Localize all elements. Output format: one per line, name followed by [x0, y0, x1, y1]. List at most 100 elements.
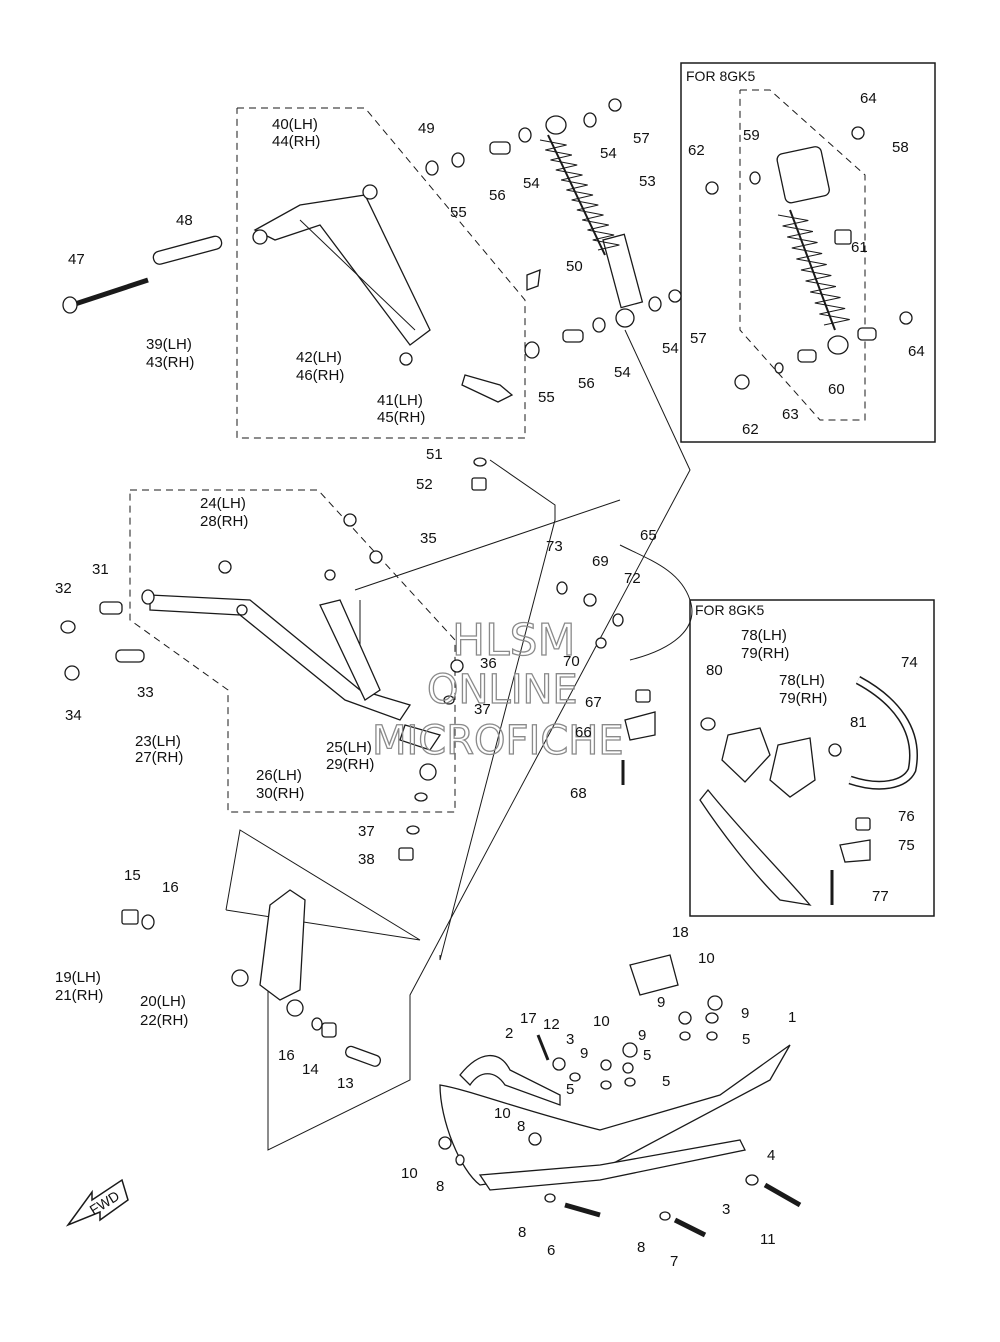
callout-c12: 12 — [543, 1016, 560, 1033]
link-line-3 — [225, 829, 421, 941]
bushing-40 — [252, 229, 268, 245]
bushing-35-top — [343, 513, 357, 527]
link-line-1 — [439, 459, 556, 961]
watermark-line-3: MICROFICHE — [372, 718, 624, 764]
damper-18 — [629, 954, 679, 996]
callout-c31: 31 — [92, 561, 109, 578]
callout-c78a: 78(LH) — [741, 627, 787, 644]
callout-c75: 75 — [898, 837, 915, 854]
washer-5-b — [624, 1077, 636, 1087]
callout-c3b: 3 — [722, 1201, 730, 1218]
callout-c57a: 57 — [633, 130, 650, 147]
callout-c5a: 5 — [566, 1081, 574, 1098]
callout-c35: 35 — [420, 530, 437, 547]
callout-c68: 68 — [570, 785, 587, 802]
callout-c45: 45(RH) — [377, 409, 425, 426]
bolt-62-top — [705, 181, 719, 195]
callout-c9c: 9 — [657, 994, 665, 1011]
callout-c18: 18 — [672, 924, 689, 941]
bolt-80 — [700, 717, 716, 731]
callout-c34: 34 — [65, 707, 82, 724]
forward-arrow-icon: FWD — [65, 1178, 129, 1227]
callout-c9a: 9 — [580, 1045, 588, 1062]
callout-c14: 14 — [302, 1061, 319, 1078]
callout-c56b: 56 — [578, 375, 595, 392]
lower-arm-group-outline — [129, 489, 456, 813]
callout-c22: 22(RH) — [140, 1012, 188, 1029]
pin-17 — [536, 1034, 550, 1061]
ski-kit-inset-title: FOR 8GK5 — [695, 602, 764, 618]
bushing-24b — [236, 604, 248, 616]
ski-bracket-79 — [769, 737, 816, 798]
callout-c64a: 64 — [860, 90, 877, 107]
watermark-line-1: HLSM — [452, 615, 576, 666]
callout-c21: 21(RH) — [55, 987, 103, 1004]
callout-c54d: 54 — [662, 340, 679, 357]
bolt-72 — [612, 613, 624, 627]
kit-shock-outline — [739, 89, 866, 421]
callout-c55a: 55 — [450, 204, 467, 221]
callout-c10c: 10 — [593, 1013, 610, 1030]
callout-c54a: 54 — [523, 175, 540, 192]
callout-c43: 43(RH) — [146, 354, 194, 371]
callout-c37b: 37 — [358, 823, 375, 840]
collar-56-top — [489, 141, 511, 155]
bolt-34 — [64, 665, 80, 681]
bushing-35-bottom — [369, 550, 383, 564]
callout-c16a: 16 — [162, 879, 179, 896]
collar-59 — [749, 171, 761, 185]
collar-14 — [321, 1022, 337, 1038]
callout-c10b: 10 — [401, 1165, 418, 1182]
ski-kit-inset-box — [689, 599, 935, 917]
washer-51 — [473, 457, 487, 467]
collar-54-right — [648, 296, 662, 312]
cable-65 — [619, 544, 693, 661]
callout-c33: 33 — [137, 684, 154, 701]
washer-37-top — [443, 695, 455, 705]
washer-5-c — [679, 1031, 691, 1041]
callout-c76: 76 — [898, 808, 915, 825]
callout-c55b: 55 — [538, 389, 555, 406]
callout-c48: 48 — [176, 212, 193, 229]
collar-54-bottom — [592, 317, 606, 333]
bracket-75 — [839, 839, 871, 863]
nut-64-bottom — [899, 311, 913, 325]
callout-c54c: 54 — [614, 364, 631, 381]
washer-9-right — [678, 1011, 692, 1025]
bolt-70 — [595, 637, 607, 649]
bolt-11 — [763, 1182, 802, 1208]
shock-kit-inset-box — [680, 62, 936, 443]
upper-a-arm-strut — [299, 219, 416, 331]
callout-c39: 39(LH) — [146, 336, 192, 353]
upper-a-arm — [253, 194, 431, 346]
callout-c3a: 3 — [566, 1031, 574, 1048]
bolt-6 — [564, 1202, 601, 1218]
callout-c47: 47 — [68, 251, 85, 268]
bushing-28 — [218, 560, 232, 574]
ski-bracket-78 — [721, 727, 771, 783]
bolt-55-bottom — [524, 341, 540, 359]
shock-kit-inset-title: FOR 8GK5 — [686, 68, 755, 84]
callout-c81: 81 — [850, 714, 867, 731]
callout-c49: 49 — [418, 120, 435, 137]
lower-a-arm — [149, 594, 412, 721]
washer-16-bottom — [311, 1017, 323, 1031]
callout-c46: 46(RH) — [296, 367, 344, 384]
callout-c70: 70 — [563, 653, 580, 670]
callout-c44: 44(RH) — [272, 133, 320, 150]
callout-c8c: 8 — [518, 1224, 526, 1241]
bolt-47 — [71, 277, 149, 308]
collar-60-right — [857, 327, 877, 341]
callout-c38: 38 — [358, 851, 375, 868]
washer-5-d — [706, 1031, 718, 1041]
bushing-28b — [324, 569, 336, 581]
washer-5-a — [600, 1080, 612, 1090]
washer-8-right — [659, 1211, 671, 1221]
nut-42 — [399, 352, 413, 366]
callout-c16b: 16 — [278, 1047, 295, 1064]
callout-c58: 58 — [892, 139, 909, 156]
callout-c56a: 56 — [489, 187, 506, 204]
washer-37-bottom — [406, 825, 420, 835]
callout-c20: 20(LH) — [140, 993, 186, 1010]
callout-c36: 36 — [480, 655, 497, 672]
